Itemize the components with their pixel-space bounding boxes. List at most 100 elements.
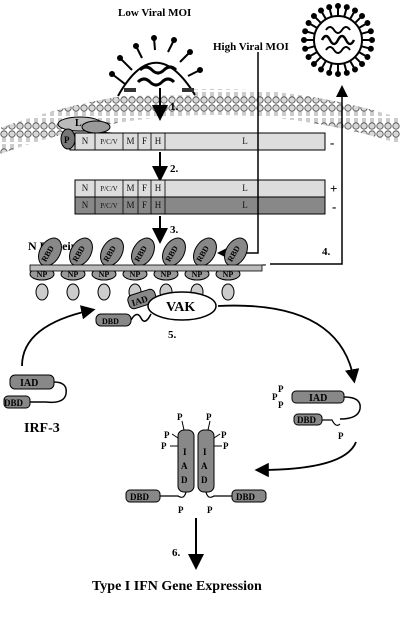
phospho-1: P [278, 384, 284, 394]
dimer-right-a: A [201, 461, 208, 471]
virion-low-moi [109, 35, 203, 97]
phospho-4: P [338, 431, 344, 441]
c-terminal-domain [35, 283, 49, 301]
vak-complex: DBD IAD VAK 5. [95, 288, 217, 341]
spike-head [301, 37, 307, 43]
dimer-p7: P [178, 505, 184, 515]
dimer-left-d: D [181, 475, 188, 485]
gene-label: F [142, 136, 147, 146]
gene-label: P/C/V [100, 202, 118, 210]
spike-head [326, 4, 333, 11]
spike-head [359, 61, 366, 68]
low-moi-label: Low Viral MOI [118, 7, 191, 19]
dimer-p5: P [223, 441, 229, 451]
gene-label: F [142, 200, 147, 210]
np-label: NP [223, 270, 234, 279]
spike-head [310, 61, 317, 68]
dimer-p1: P [164, 430, 170, 440]
step-4-label: 4. [322, 246, 331, 258]
spike-head [305, 20, 312, 26]
gene-label: H [155, 183, 162, 193]
spike-head [343, 69, 350, 76]
minus-sign-1: - [330, 135, 334, 150]
gene-label: H [155, 200, 162, 210]
dimer-p6: P [206, 412, 212, 422]
gene-label: P/C/V [100, 185, 118, 193]
dbd-label-vak: DBD [102, 317, 119, 326]
spike-head [352, 66, 358, 73]
dimer-left-a: A [181, 461, 188, 471]
spike-head [367, 45, 374, 52]
high-moi-label: High Viral MOI [213, 41, 289, 53]
spike-head [302, 28, 309, 35]
phospho-2: P [272, 392, 278, 402]
iad-label-irf3: IAD [20, 378, 38, 389]
spike-head [367, 28, 374, 35]
dimer-right-d: D [201, 475, 208, 485]
vak-label: VAK [166, 300, 195, 315]
dbd-label-left: DBD [130, 492, 150, 502]
np-label: NP [192, 270, 203, 279]
minus-sign-3: - [262, 256, 266, 271]
iad-label-vak: IAD [130, 293, 149, 308]
step-3-label: 3. [170, 224, 179, 236]
cell-membrane [0, 88, 400, 154]
gene-label: M [126, 200, 134, 210]
gene-label: L [242, 136, 248, 146]
phospho-3: P [278, 400, 284, 410]
np-label: NP [99, 270, 110, 279]
l-protein-label: L [75, 118, 82, 129]
gene-label: N [82, 136, 89, 146]
minus-sign-2: - [332, 199, 336, 214]
footer-label: Type I IFN Gene Expression [92, 579, 262, 594]
rna-strand [29, 264, 263, 272]
dimer-p3: P [177, 412, 183, 422]
step-5-label: 5. [168, 329, 177, 341]
irf3-phosphorylated: IAD P P P DBD P [272, 384, 361, 441]
spike-head [343, 4, 350, 11]
gene-label: M [126, 183, 134, 193]
spike-head [302, 45, 309, 52]
spike-head [335, 71, 341, 77]
c-terminal-domain [66, 283, 80, 301]
spike-head [352, 7, 358, 14]
np-label: NP [130, 270, 141, 279]
np-label: NP [68, 270, 79, 279]
gene-label: L [242, 183, 248, 193]
dimer-right-i: I [203, 447, 207, 457]
spike-head [326, 69, 333, 76]
plus-sign: + [330, 181, 337, 196]
iad-label-phos: IAD [309, 393, 327, 404]
p-protein-label: P [64, 135, 70, 145]
irf3-label: IRF-3 [24, 421, 60, 436]
spike-head [364, 20, 371, 26]
spike-head [369, 37, 375, 43]
gene-label: L [242, 200, 248, 210]
step-2-label: 2. [170, 163, 179, 175]
dimer-p8: P [207, 505, 213, 515]
gene-label: P/C/V [100, 138, 118, 146]
dimer-p4: P [221, 430, 227, 440]
spike-head [310, 12, 317, 19]
irf3-inactive: IAD DBD IRF-3 [3, 374, 67, 436]
gene-label: N [82, 183, 89, 193]
np-label: NP [161, 270, 172, 279]
np-label: NP [37, 270, 48, 279]
spike-head [359, 12, 366, 19]
gene-label: F [142, 183, 147, 193]
step-1-label: 1. [170, 101, 179, 113]
dbd-label-irf3: DBD [4, 398, 24, 408]
spike-head [335, 3, 341, 9]
spike-head [364, 54, 371, 60]
gene-label: N [82, 200, 89, 210]
gene-label: H [155, 136, 162, 146]
c-terminal-domain [97, 283, 111, 301]
spike-head [305, 54, 312, 60]
irf3-dimer: I A D I A D P P P P P P DBD DBD P P [125, 412, 267, 515]
spike-head [318, 66, 324, 73]
